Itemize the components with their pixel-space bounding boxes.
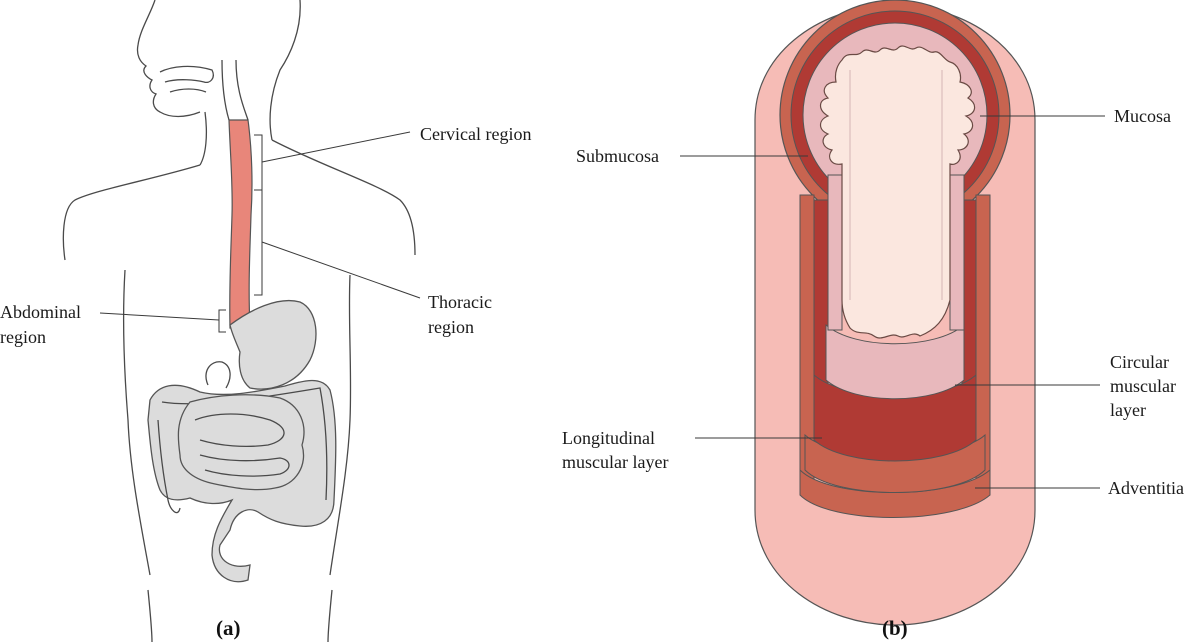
stomach	[229, 300, 317, 390]
mucosa-layer	[819, 45, 976, 339]
abdominal-region-label-line1: Abdominal	[0, 302, 81, 322]
panel-b-caption: (b)	[882, 616, 908, 640]
abdominal-bracket	[218, 309, 226, 333]
longitudinal-label-line2: muscular layer	[562, 452, 668, 472]
cervical-bracket	[254, 134, 263, 191]
thoracic-leader	[261, 241, 421, 299]
abdominal-region-label-line2: region	[0, 327, 46, 347]
small-intestine	[177, 394, 305, 491]
submucosa-floor	[825, 323, 965, 400]
panel-b: Mucosa Submucosa Circular muscular layer…	[562, 0, 1184, 640]
cervical-region-label: Cervical region	[420, 124, 531, 144]
cervical-leader	[261, 131, 411, 163]
submucosa-label: Submucosa	[576, 146, 659, 166]
panel-a-caption: (a)	[216, 616, 241, 640]
mucosa-label: Mucosa	[1114, 106, 1171, 126]
thoracic-bracket	[254, 189, 263, 296]
circular-label-line3: layer	[1110, 400, 1146, 420]
circular-label-line2: muscular	[1110, 376, 1176, 396]
left-wall-submucosa	[827, 174, 843, 331]
adventitia-label: Adventitia	[1108, 478, 1184, 498]
esophagus	[228, 119, 253, 329]
body-outline	[62, 0, 416, 642]
panel-a: Cervical region Thoracic region Abdomina…	[0, 0, 531, 642]
right-wall-submucosa	[949, 174, 965, 331]
longitudinal-label-line1: Longitudinal	[562, 428, 655, 448]
thoracic-region-label-line2: region	[428, 317, 474, 337]
abdominal-leader	[99, 312, 220, 321]
circular-label-line1: Circular	[1110, 352, 1169, 372]
adventitia-floor	[799, 468, 991, 518]
thoracic-region-label-line1: Thoracic	[428, 292, 492, 312]
